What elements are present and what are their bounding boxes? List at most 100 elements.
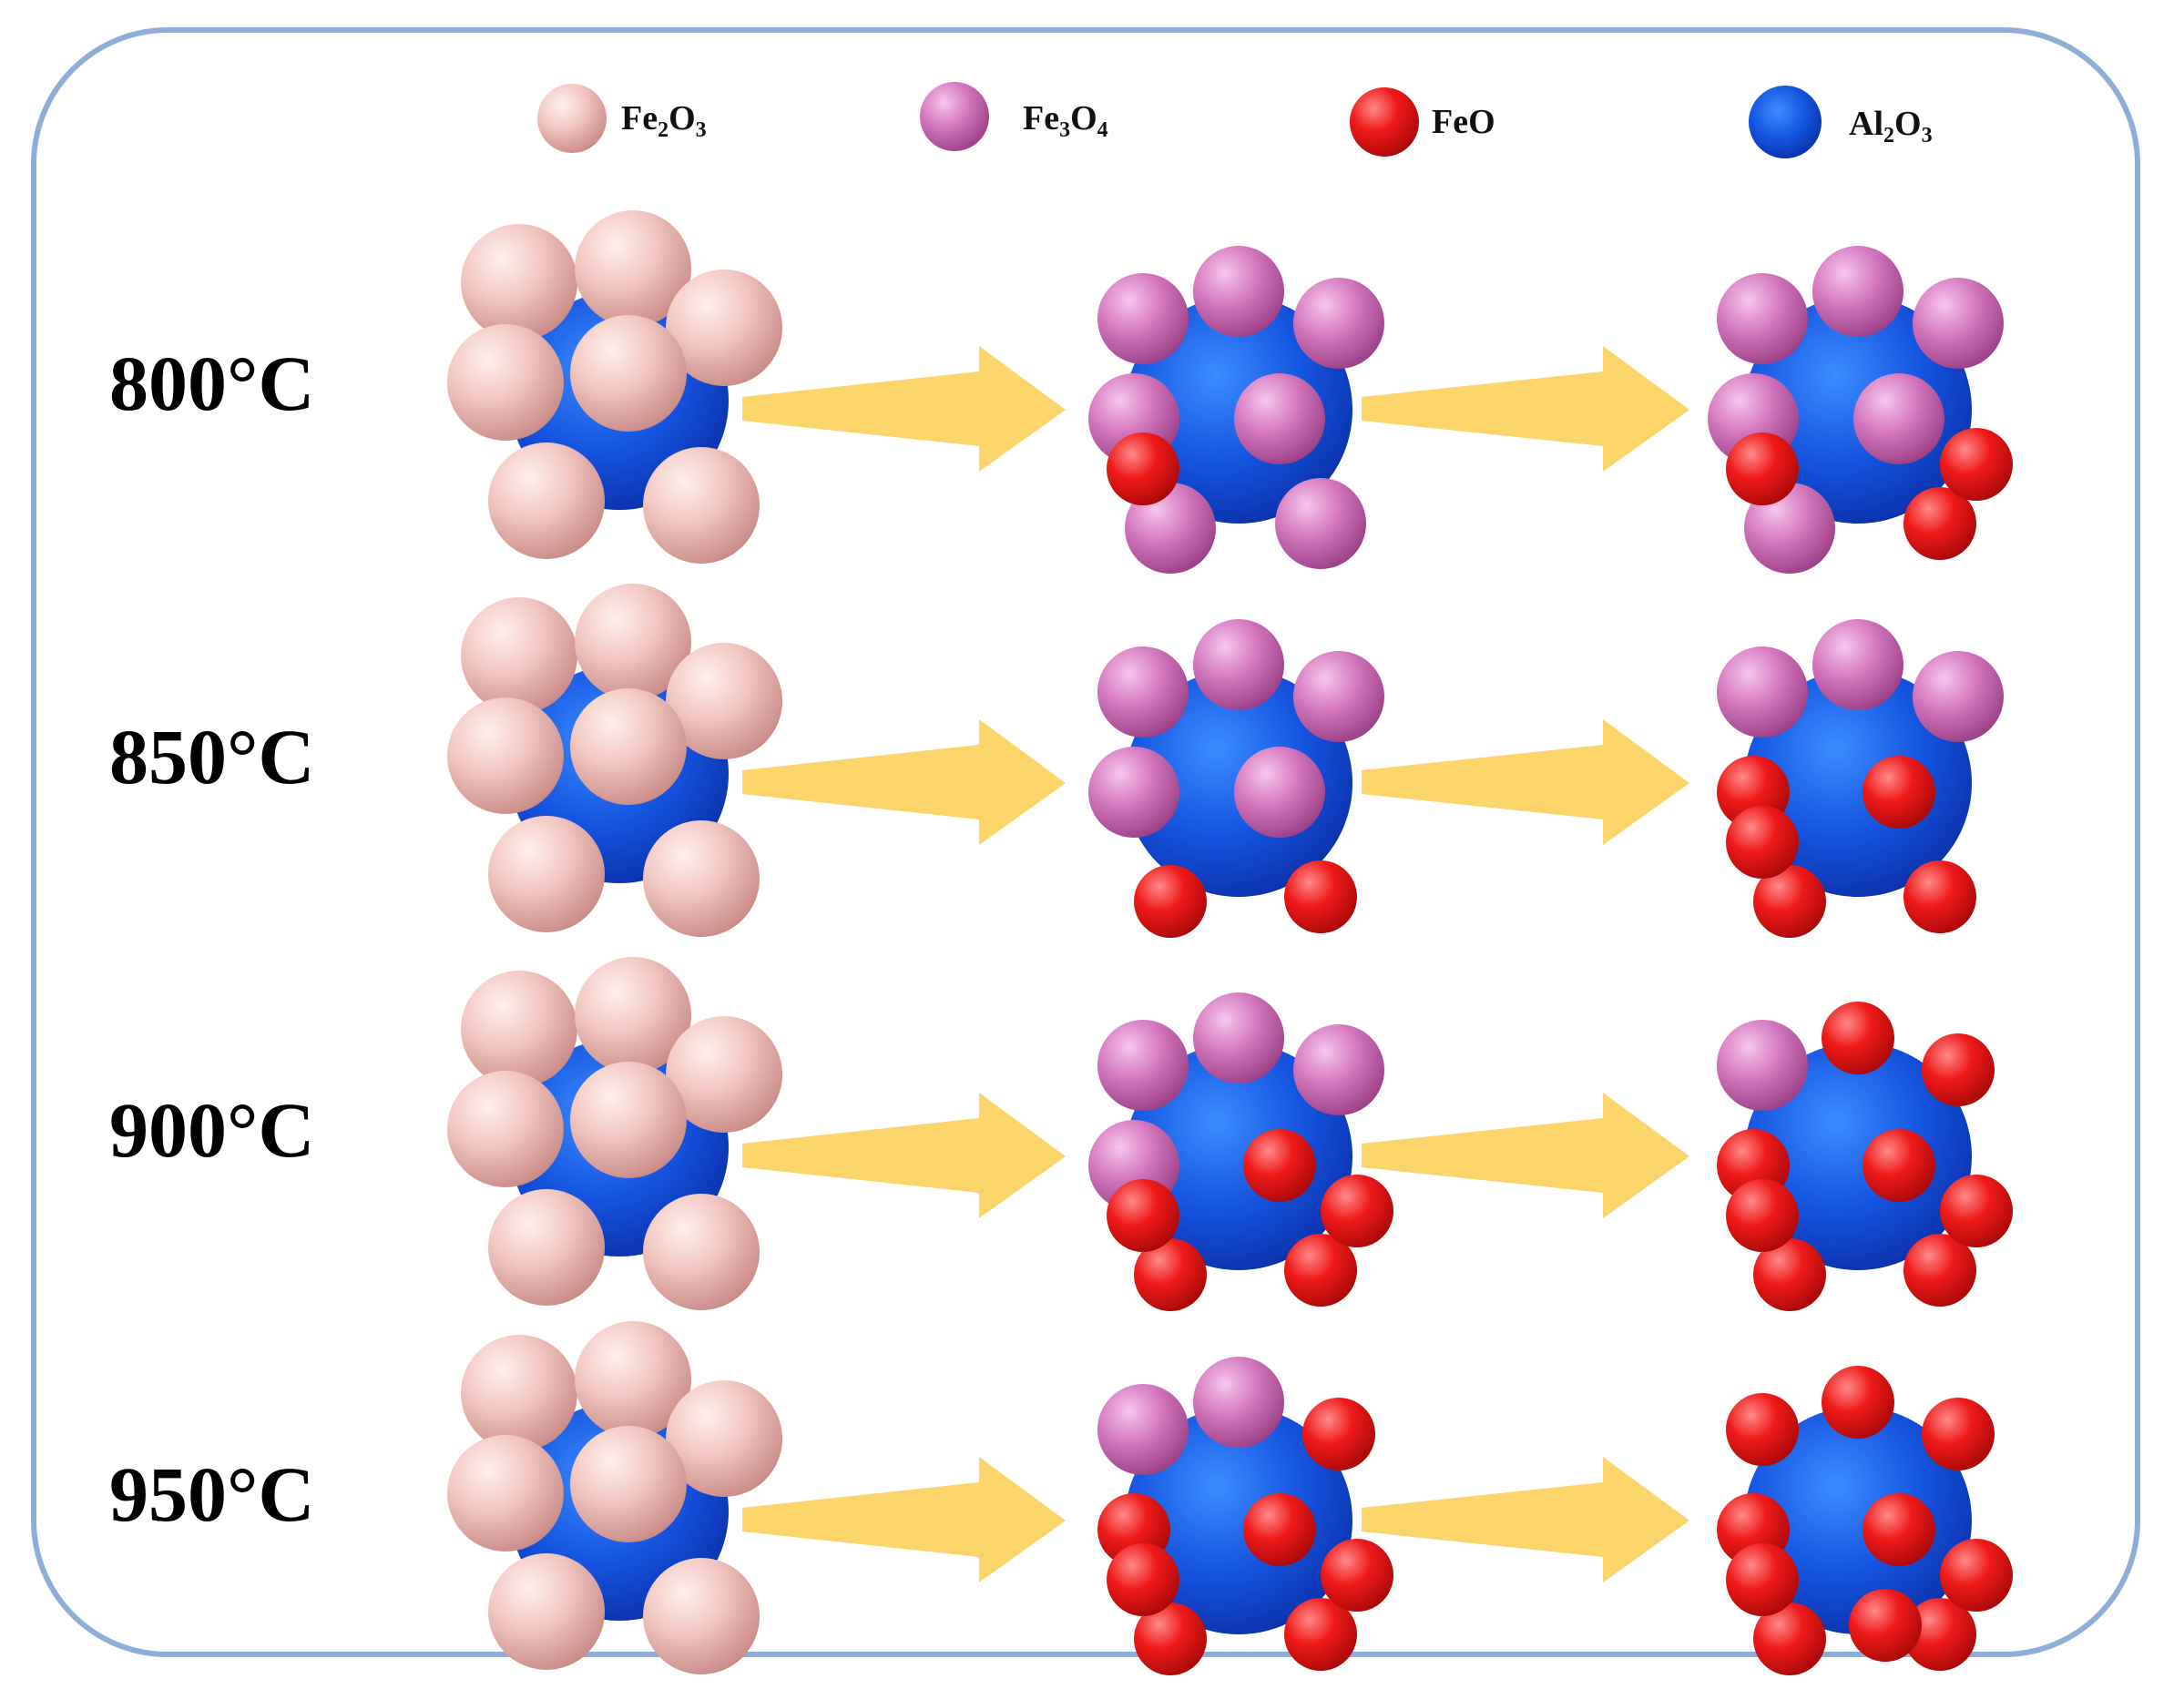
fe3o4-particle — [1097, 1384, 1189, 1475]
fe3o4-particle — [1812, 619, 1903, 710]
temperature-label: 900°C — [109, 1086, 315, 1174]
temperature-label: 850°C — [109, 713, 315, 800]
al2o3-particle — [1744, 669, 1972, 897]
fe2o3-particle — [461, 1335, 577, 1451]
fe2o3-particle — [570, 688, 687, 805]
feo-particle — [1922, 1033, 1995, 1106]
stage-1-particle — [447, 210, 782, 564]
fe2o3-particle — [643, 820, 760, 937]
stage-2-particle — [1097, 1357, 1393, 1675]
row-2: 900°C — [109, 957, 2013, 1311]
fe2o3-particle-icon — [537, 84, 607, 153]
stage-3-particle — [1717, 1366, 2013, 1675]
fe3o4-particle — [1193, 619, 1284, 710]
stage-2-particle — [1088, 619, 1384, 938]
fe3o4-particle — [1293, 1024, 1384, 1115]
legend-label-fe3o4: Fe3O4 — [1023, 99, 1108, 142]
legend-item-fe2o3: Fe2O3 — [537, 84, 707, 153]
stage-3-particle — [1717, 1002, 2013, 1311]
fe2o3-particle — [666, 643, 782, 759]
fe2o3-particle — [447, 324, 564, 441]
feo-particle — [1726, 1393, 1799, 1466]
fe2o3-particle — [570, 1062, 687, 1178]
fe2o3-particle — [643, 1558, 760, 1674]
fe2o3-particle — [447, 1435, 564, 1552]
feo-particle — [1107, 432, 1179, 505]
stage-3-particle — [1717, 619, 2004, 938]
feo-particle — [1822, 1002, 1894, 1074]
feo-particle — [1863, 756, 1935, 829]
feo-particle — [1903, 1598, 1976, 1671]
al2o3-particle — [1125, 1043, 1352, 1270]
feo-particle — [1863, 1129, 1935, 1202]
feo-particle — [1134, 865, 1207, 938]
feo-particle — [1849, 1589, 1922, 1662]
feo-particle — [1940, 1175, 2013, 1247]
feo-particle — [1107, 1543, 1179, 1616]
al2o3-particle — [1744, 1043, 1972, 1270]
fe2o3-particle — [570, 315, 687, 432]
fe3o4-particle-icon — [920, 82, 989, 151]
fe2o3-particle — [575, 1321, 691, 1438]
feo-particle — [1903, 1234, 1976, 1307]
fe3o4-particle — [1812, 246, 1903, 337]
legend-item-feo: FeO — [1350, 87, 1495, 157]
fe3o4-particle — [1234, 373, 1325, 464]
feo-particle — [1903, 487, 1976, 560]
feo-particle — [1940, 428, 2013, 501]
fe3o4-particle — [1097, 646, 1189, 738]
feo-particle — [1134, 1603, 1207, 1675]
temperature-label: 950°C — [109, 1450, 315, 1538]
feo-particle — [1107, 1179, 1179, 1252]
legend-label-fe2o3: Fe2O3 — [621, 99, 707, 142]
fe3o4-particle — [1234, 747, 1325, 838]
fe3o4-particle — [1125, 483, 1216, 574]
arrow-icon — [1362, 1093, 1689, 1218]
fe2o3-particle — [461, 224, 577, 341]
arrow-icon — [742, 719, 1066, 845]
al2o3-particle — [1125, 1407, 1352, 1634]
fe3o4-particle — [1293, 278, 1384, 369]
feo-particle — [1940, 1539, 2013, 1612]
fe3o4-particle — [1193, 246, 1284, 337]
feo-particle — [1822, 1366, 1894, 1439]
fe2o3-particle — [461, 597, 577, 714]
fe2o3-particle — [488, 1553, 605, 1670]
feo-particle — [1284, 860, 1357, 933]
fe2o3-particle — [643, 447, 760, 564]
stage-2-particle — [1088, 992, 1393, 1311]
fe2o3-particle — [447, 697, 564, 814]
legend-item-fe3o4: Fe3O4 — [920, 82, 1108, 151]
legend-label-al2o3: Al2O3 — [1849, 105, 1933, 148]
fe2o3-particle — [575, 957, 691, 1073]
al2o3-particle — [1744, 1407, 1972, 1634]
legend-item-al2o3: Al2O3 — [1749, 86, 1933, 158]
arrow-icon — [1362, 346, 1689, 472]
feo-particle — [1726, 1179, 1799, 1252]
arrow-icon — [742, 1457, 1066, 1582]
feo-particle — [1134, 1238, 1207, 1311]
stage-2-particle — [1088, 246, 1384, 574]
row-1: 850°C — [109, 584, 2004, 938]
fe2o3-particle — [666, 270, 782, 386]
feo-particle — [1753, 1603, 1826, 1675]
temperature-label: 800°C — [109, 340, 315, 427]
fe3o4-particle — [1088, 747, 1179, 838]
stage-1-particle — [447, 957, 782, 1310]
feo-particle — [1922, 1398, 1995, 1470]
al2o3-particle-icon — [1749, 86, 1822, 158]
fe3o4-particle — [1097, 1020, 1189, 1111]
fe2o3-particle — [488, 1189, 605, 1306]
fe3o4-particle — [1275, 478, 1366, 569]
feo-particle — [1243, 1129, 1316, 1202]
feo-particle — [1863, 1493, 1935, 1566]
fe2o3-particle — [570, 1426, 687, 1542]
feo-particle — [1903, 860, 1976, 933]
fe3o4-particle — [1717, 273, 1808, 364]
legend-label-feo: FeO — [1432, 103, 1495, 141]
arrow-icon — [1362, 1457, 1689, 1582]
fe2o3-particle — [666, 1016, 782, 1133]
arrow-icon — [742, 1093, 1066, 1218]
arrow-icon — [742, 346, 1066, 472]
